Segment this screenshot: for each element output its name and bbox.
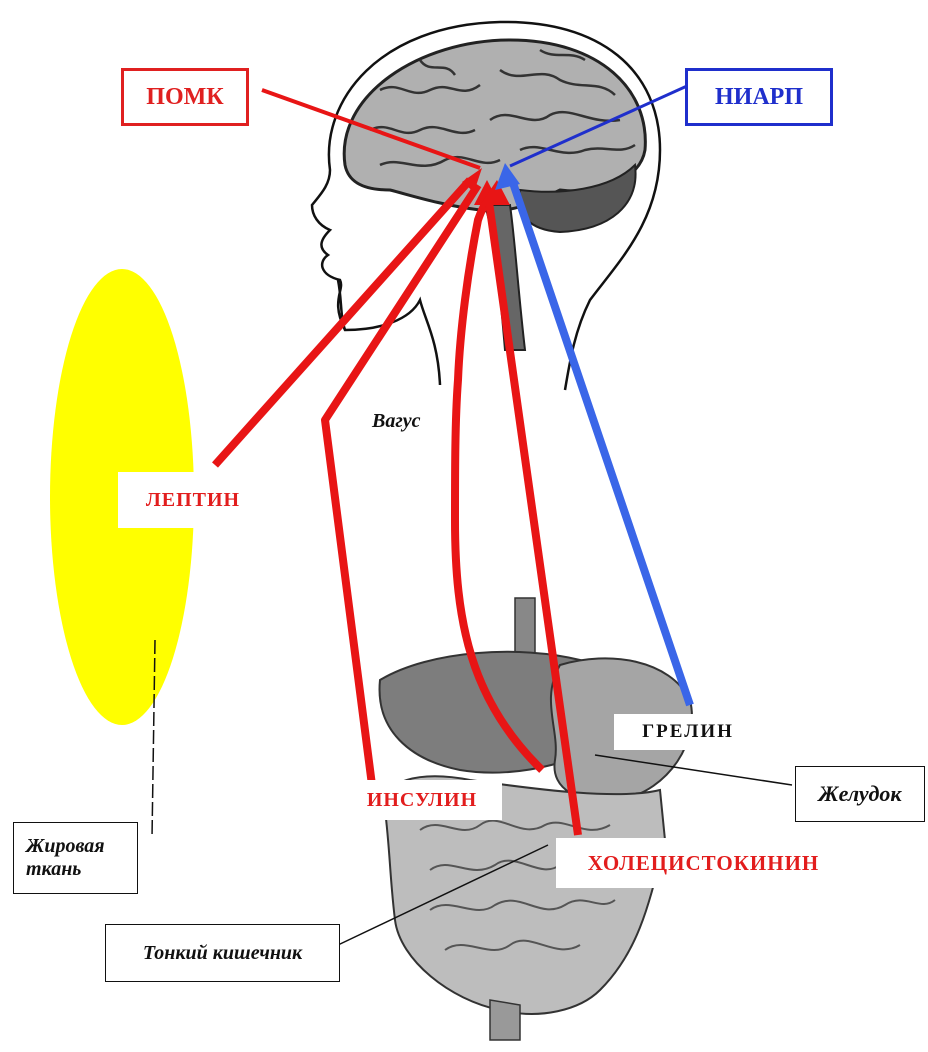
adipose-label-line-1: Жировая (26, 835, 105, 858)
insulin-label: ИНСУЛИН (342, 780, 502, 820)
ghrelin-label: ГРЕЛИН (614, 714, 762, 750)
adipose-label-line-2: ткань (26, 858, 81, 881)
stomach-label: Желудок (795, 766, 925, 822)
leptin-label: ЛЕПТИН (118, 472, 268, 528)
adipose-tissue-label: Жировая ткань (13, 822, 138, 894)
pomc-label: ПОМК (121, 68, 249, 126)
cholecystokinin-label: ХОЛЕЦИСТОКИНИН (556, 838, 851, 888)
niarp-label: НИАРП (685, 68, 833, 126)
ghrelin-pathway (512, 180, 690, 705)
small-intestine-label: Тонкий кишечник (105, 924, 340, 982)
vagus-label: Вагус (372, 410, 420, 433)
leptin-pathway (215, 180, 470, 465)
